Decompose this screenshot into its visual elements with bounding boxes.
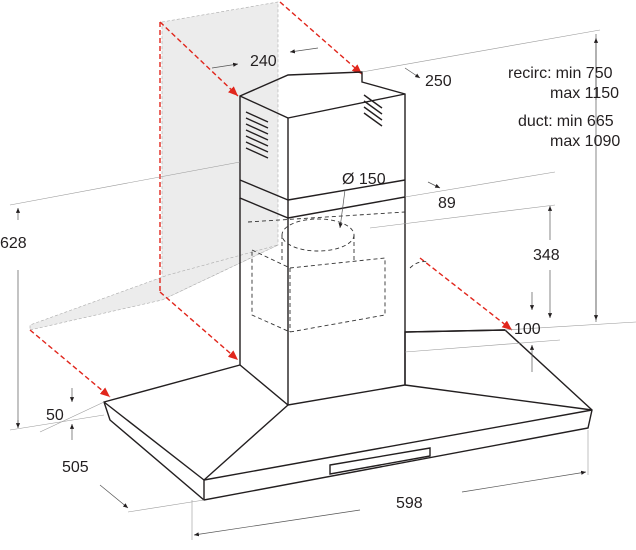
dimension-labels: 240 250 Ø 150 89 348 100 628 50 505 598 (0, 53, 560, 512)
label-chimney-width: 240 (250, 53, 277, 70)
label-canopy-edge: 50 (46, 407, 64, 424)
label-outlet-offset: 89 (438, 195, 456, 212)
control-panel (329, 447, 431, 475)
wall-plane (29, 1, 279, 331)
hidden-motor-housing (247, 211, 429, 333)
label-canopy-depth: 505 (62, 459, 89, 476)
spec-duct-min: min 665 (557, 113, 614, 130)
spec-recirc: recirc:min 750 (508, 65, 613, 82)
label-outlet-height: 348 (533, 247, 560, 264)
label-total-height: 628 (0, 235, 27, 252)
installation-specs: recirc:min 750 max 1150 duct:min 665 max… (508, 65, 620, 150)
spec-duct-max: max 1090 (550, 133, 620, 150)
spec-duct: duct:min 665 (518, 113, 614, 130)
spec-duct-label: duct: (518, 113, 553, 130)
label-side-offset: 100 (514, 321, 541, 338)
label-canopy-width: 598 (396, 495, 423, 512)
spec-recirc-max: max 1150 (550, 85, 619, 102)
spec-recirc-min: min 750 (556, 65, 613, 82)
label-chimney-depth: 250 (425, 73, 452, 90)
dimension-lines (9, 29, 636, 540)
vent-grille-left (245, 111, 269, 159)
wall-reference-lines (29, 1, 513, 398)
spec-recirc-label: recirc: (508, 65, 552, 82)
canopy (103, 329, 593, 501)
label-outlet-diameter: Ø 150 (342, 171, 386, 188)
vent-grille-right (363, 94, 383, 127)
